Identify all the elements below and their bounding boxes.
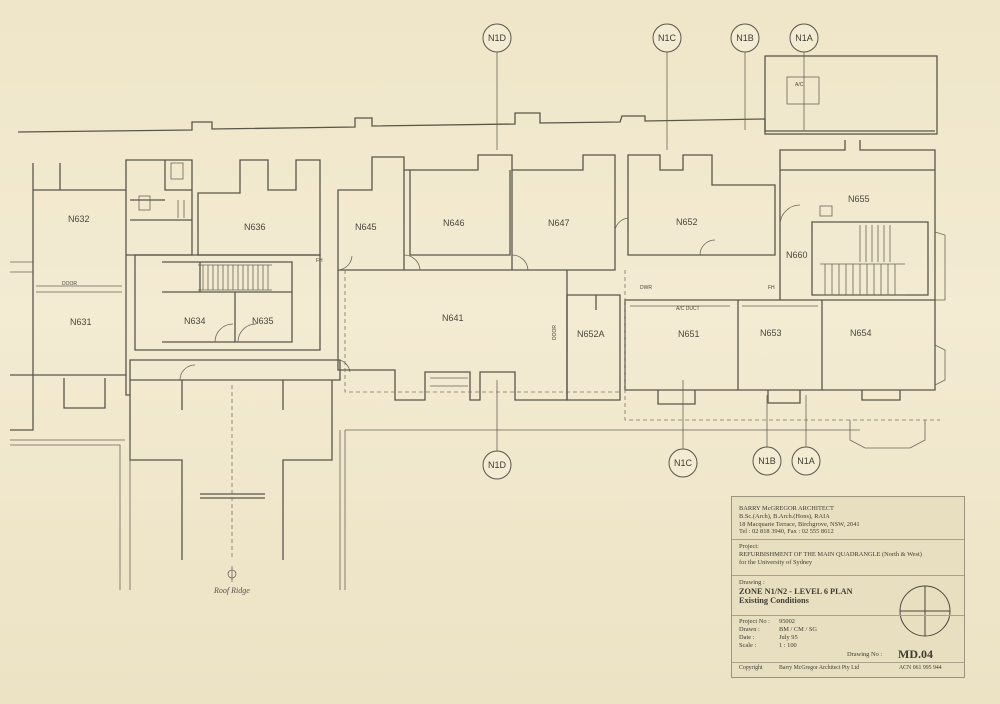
north-point-icon: [899, 585, 951, 637]
north-parapet: [17, 112, 935, 133]
middle-block: [337, 154, 616, 271]
room-n635: N635: [252, 316, 274, 326]
copyright-holder: Barry McGregor Architect Pty Ltd: [779, 665, 860, 671]
project-client: for the University of Sydney: [739, 558, 813, 566]
east-south-rooms: [624, 299, 936, 391]
ac-unit: [786, 76, 820, 105]
grid-label-bottom-n1d: N1D: [488, 460, 507, 470]
acn: ACN 061 995 944: [899, 665, 942, 671]
date-label: Date :: [739, 634, 755, 641]
grid-bubble-top-n1a: [789, 23, 819, 53]
drawing-title-2: Existing Conditions: [739, 596, 809, 606]
scale-label: Scale :: [739, 642, 757, 649]
room-n631: N631: [70, 317, 92, 327]
room-n636: N636: [244, 222, 266, 232]
date: July 95: [779, 634, 798, 641]
grid-label-top-n1b: N1B: [736, 33, 754, 43]
room-n632: N632: [68, 214, 90, 224]
room-n646: N646: [443, 218, 465, 228]
grid-label-bottom-n1b: N1B: [758, 456, 776, 466]
room-n652: N652: [676, 217, 698, 227]
grid-bubble-bottom-n1a: [791, 446, 821, 476]
drawing-title-1: ZONE N1/N2 - LEVEL 6 PLAN: [739, 586, 853, 596]
grid-label-bottom-n1c: N1C: [674, 458, 693, 468]
ac-duct-note: A/C DUCT: [676, 306, 700, 312]
drawn-label: Drawn :: [739, 626, 760, 633]
ac-enclosure: [764, 55, 938, 135]
grid-label-top-n1a: N1A: [795, 33, 813, 43]
room-n660: N660: [786, 250, 808, 260]
grid-bubble-bottom-n1d: [482, 450, 512, 480]
dwr-note: DWR: [640, 285, 652, 291]
project-no-row: Project No : 95002: [739, 618, 889, 626]
drawn: BM / CM / SG: [779, 626, 818, 633]
scale-row: Scale : 1 : 100: [739, 642, 889, 650]
drawing-label: Drawing :: [739, 579, 765, 586]
room-n645: N645: [355, 222, 377, 232]
project-title: REFURBISHMENT OF THE MAIN QUADRANGLE (No…: [739, 550, 922, 558]
roof-ridge-label: Roof Ridge: [213, 586, 250, 595]
n641-walls: [337, 270, 568, 401]
grid-bubble-top-n1d: [482, 23, 512, 53]
west-wing-south: [10, 374, 130, 431]
grid-label-top-n1d: N1D: [488, 33, 507, 43]
drawing-info: Drawing : ZONE N1/N2 - LEVEL 6 PLAN Exis…: [739, 579, 899, 605]
room-n634: N634: [184, 316, 206, 326]
grid-label-bottom-n1a: N1A: [797, 456, 815, 466]
grid-bubble-top-n1c: [652, 23, 682, 53]
date-row: Date : July 95: [739, 634, 889, 642]
grid-lines: [496, 52, 807, 452]
fh-note: FH: [768, 285, 775, 291]
architect-phone: Tel : 02 818 3940, Fax : 02 555 8612: [739, 528, 834, 536]
east-stair: [779, 140, 936, 300]
drawing-no-label: Drawing No :: [847, 651, 883, 658]
n636-walls: [197, 159, 321, 256]
grid-bubble-bottom-n1c: [668, 448, 698, 478]
title-block: BARRY McGREGOR ARCHITECT B.Sc.(Arch), B.…: [731, 496, 965, 678]
grid-bubble-bottom-n1b: [752, 446, 782, 476]
room-n651: N651: [678, 329, 700, 339]
architect-name: BARRY McGREGOR ARCHITECT: [739, 505, 834, 512]
n652-walls: [627, 154, 776, 256]
room-n655: N655: [848, 194, 870, 204]
project-info: Project: REFURBISHMENT OF THE MAIN QUADR…: [739, 543, 963, 566]
ac-label: A/C: [795, 82, 804, 88]
drawing-no: MD.04: [898, 647, 933, 661]
room-n652a: N652A: [577, 329, 605, 339]
fh-note-2: FH: [316, 258, 323, 264]
n652a-walls: [566, 294, 621, 401]
centreline-symbol: [227, 566, 237, 582]
drawn-row: Drawn : BM / CM / SG: [739, 626, 889, 634]
project-no-label: Project No :: [739, 618, 770, 625]
architect-info: BARRY McGREGOR ARCHITECT B.Sc.(Arch), B.…: [739, 505, 959, 536]
door-note-2: DOOR: [552, 325, 558, 340]
grid-bubble-top-n1b: [730, 23, 760, 53]
copyright-row: Copyright Barry McGregor Architect Pty L…: [739, 665, 961, 672]
architect-quals: B.Sc.(Arch), B.Arch.(Hons), RAIA: [739, 512, 830, 520]
project-no: 95002: [779, 618, 795, 625]
grid-label-top-n1c: N1C: [658, 33, 677, 43]
project-label: Project:: [739, 543, 759, 550]
room-n653: N653: [760, 328, 782, 338]
room-n641: N641: [442, 313, 464, 323]
room-n654: N654: [850, 328, 872, 338]
south-bridge: [129, 380, 333, 560]
copyright-label: Copyright: [739, 665, 763, 671]
door-note: DOOR: [62, 281, 77, 287]
west-wing-walls: [32, 163, 130, 376]
central-corridor: [129, 359, 341, 381]
scale: 1 : 100: [779, 642, 797, 649]
toilet-block: [125, 159, 193, 256]
architect-address: 18 Macquarie Terrace, Birchgrove, NSW, 2…: [739, 520, 860, 528]
stair-block: [134, 254, 321, 351]
room-n647: N647: [548, 218, 570, 228]
